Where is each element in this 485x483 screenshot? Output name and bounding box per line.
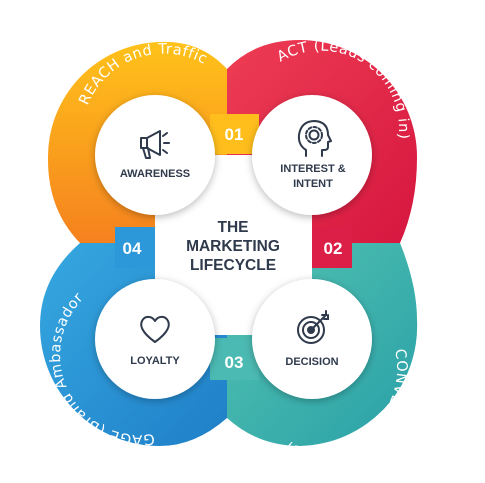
quadrant-4-number: 04 <box>123 239 142 258</box>
quadrant-3-number: 03 <box>225 353 244 372</box>
target-icon <box>297 310 329 344</box>
quadrant-4-circle <box>95 279 215 399</box>
quadrant-3-stage-label: DECISION <box>285 356 338 368</box>
quadrant-2-stage-label-line-2: INTENT <box>293 178 333 190</box>
quadrant-2-number: 02 <box>324 239 343 258</box>
quadrant-1-circle <box>95 95 215 215</box>
quadrant-2-circle <box>252 95 372 215</box>
quadrant-3-circle <box>252 279 372 399</box>
head-gear-icon <box>297 120 332 157</box>
quadrant-3-number-tab <box>210 338 259 380</box>
quadrant-2-stage-label-line-1: INTEREST & <box>280 163 345 175</box>
quadrant-1-number: 01 <box>225 125 244 144</box>
quadrant-4-number-tab <box>115 227 155 268</box>
quadrant-1-number-tab <box>210 114 259 154</box>
quadrant-4-stage-label: LOYALTY <box>130 355 180 367</box>
quadrant-2-number-tab <box>312 227 352 268</box>
quadrant-1-stage-label: AWARENESS <box>120 168 190 180</box>
center-title-line-2: MARKETING <box>186 238 280 255</box>
megaphone-icon <box>140 130 170 159</box>
center-title-line-3: LIFECYCLE <box>190 257 276 274</box>
center-title-line-1: THE <box>218 219 249 236</box>
heart-icon <box>140 315 170 343</box>
